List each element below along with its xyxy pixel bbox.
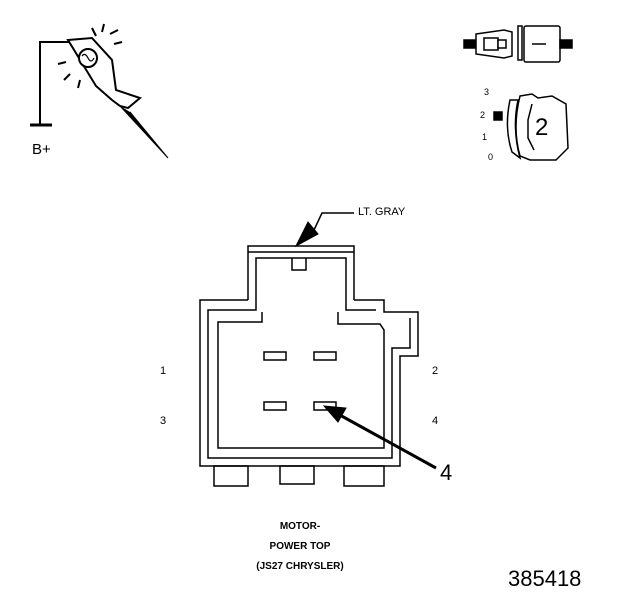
connector-pin-label: 1 xyxy=(160,365,167,377)
terminal-connector-icon xyxy=(463,25,573,63)
caption-line: POWER TOP xyxy=(269,541,331,552)
caption-line: MOTOR- xyxy=(279,521,321,532)
terminal-slots xyxy=(263,351,337,411)
connector-pin-label: 3 xyxy=(160,415,167,427)
terminal-slot-2 xyxy=(313,351,337,361)
terminal-slot-3 xyxy=(263,401,287,411)
cavity-number: 2 xyxy=(535,114,549,141)
wire-color-label: LT. GRAY xyxy=(358,206,406,218)
connector-pin-label: 2 xyxy=(432,365,439,377)
caption-line: (JS27 CHRYSLER) xyxy=(256,561,344,572)
cavity-pin-label: 3 xyxy=(484,87,490,97)
battery-label: B+ xyxy=(32,141,51,158)
terminal-slot-1 xyxy=(263,351,287,361)
connector-caption: MOTOR- POWER TOP (JS27 CHRYSLER) xyxy=(200,517,400,577)
cavity-pin-label: 2 xyxy=(480,110,486,120)
cavity-pin-label: 0 xyxy=(488,152,494,162)
color-leader-arrow xyxy=(294,212,354,248)
connector-body xyxy=(199,245,419,487)
cavity-pin-label: 1 xyxy=(482,132,488,142)
callout-number: 4 xyxy=(440,460,453,485)
test-light-icon xyxy=(30,23,169,159)
connector-pin-label: 4 xyxy=(432,415,439,427)
figure-number: 385418 xyxy=(508,566,582,591)
callout-arrow xyxy=(322,405,437,470)
terminal-cavity-icon xyxy=(493,93,569,161)
terminal-slot-4 xyxy=(313,401,337,411)
